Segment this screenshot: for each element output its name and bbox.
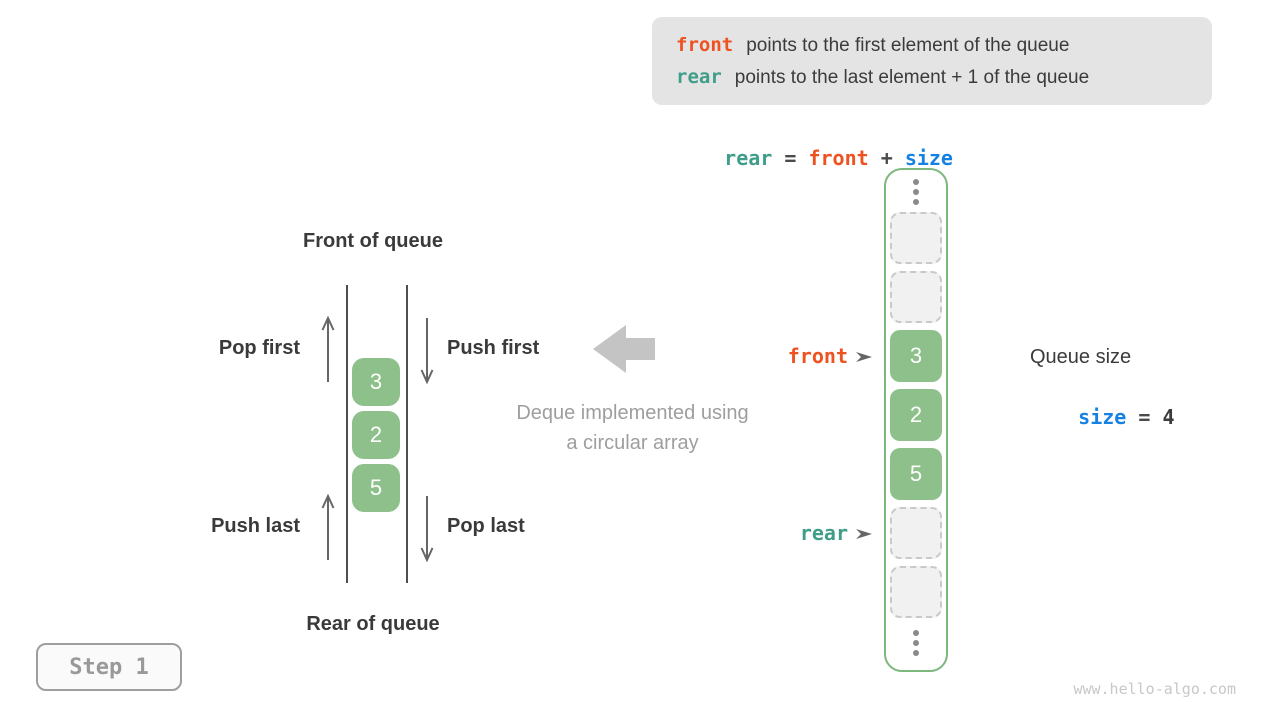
left-block-arrow-icon [593,325,655,373]
down-arrow-icon [420,318,434,384]
up-arrow-icon [321,316,335,382]
size-keyword: size [1078,405,1127,429]
size-equals: = [1126,405,1163,429]
legend-line-front: front points to the first element of the… [676,34,1212,57]
size-value: 4 [1162,405,1175,429]
rear-pointer-label: rear [799,521,848,545]
stack-value-2: 2 [352,411,400,459]
array-cell-empty [890,566,942,618]
front-keyword: front [676,33,734,56]
array-cell-value: 3 [890,330,942,382]
rear-of-queue-label: Rear of queue [306,613,440,635]
array-cell-value: 2 [890,389,942,441]
pop-first-label: Pop first [218,337,300,359]
pointer-arrow-icon [856,529,872,539]
front-of-queue-label: Front of queue [303,230,443,252]
array-cell-empty [890,212,942,264]
equation-plus: + [868,146,905,170]
up-arrow-icon [321,494,335,560]
rear-equation: rear = front + size [676,122,953,194]
queue-size-equation: size = 4 [1030,381,1175,453]
down-arrow-icon [420,496,434,562]
caption-line-1: Deque implemented using [516,402,749,424]
equation-size: size [904,146,953,170]
channel-right-line [406,285,408,583]
array-cell-value: 5 [890,448,942,500]
front-pointer-label: front [787,344,848,368]
stack-value-3: 3 [352,358,400,406]
legend-box: front points to the first element of the… [652,17,1212,105]
legend-line-rear: rear points to the last element + 1 of t… [676,66,1212,89]
equation-equals: = [772,146,809,170]
ellipsis-icon [913,630,919,656]
rear-keyword: rear [676,65,722,88]
pop-last-label: Pop last [447,515,525,537]
equation-front: front [808,146,869,170]
channel-left-line [346,285,348,583]
front-description: points to the first element of the queue [746,34,1070,56]
step-badge: Step 1 [36,643,182,691]
array-cell-empty [890,271,942,323]
rear-description: points to the last element + 1 of the qu… [734,66,1090,88]
push-first-label: Push first [447,337,540,359]
equation-rear: rear [724,146,773,170]
push-last-label: Push last [211,515,300,537]
array-cell-empty [890,507,942,559]
caption-line-2: a circular array [566,432,699,454]
watermark: www.hello-algo.com [1073,680,1236,698]
pointer-arrow-icon [856,352,872,362]
center-caption: Deque implemented using a circular array [480,398,785,458]
queue-size-title: Queue size [1030,346,1132,368]
ellipsis-icon [913,179,919,205]
stack-value-5: 5 [352,464,400,512]
